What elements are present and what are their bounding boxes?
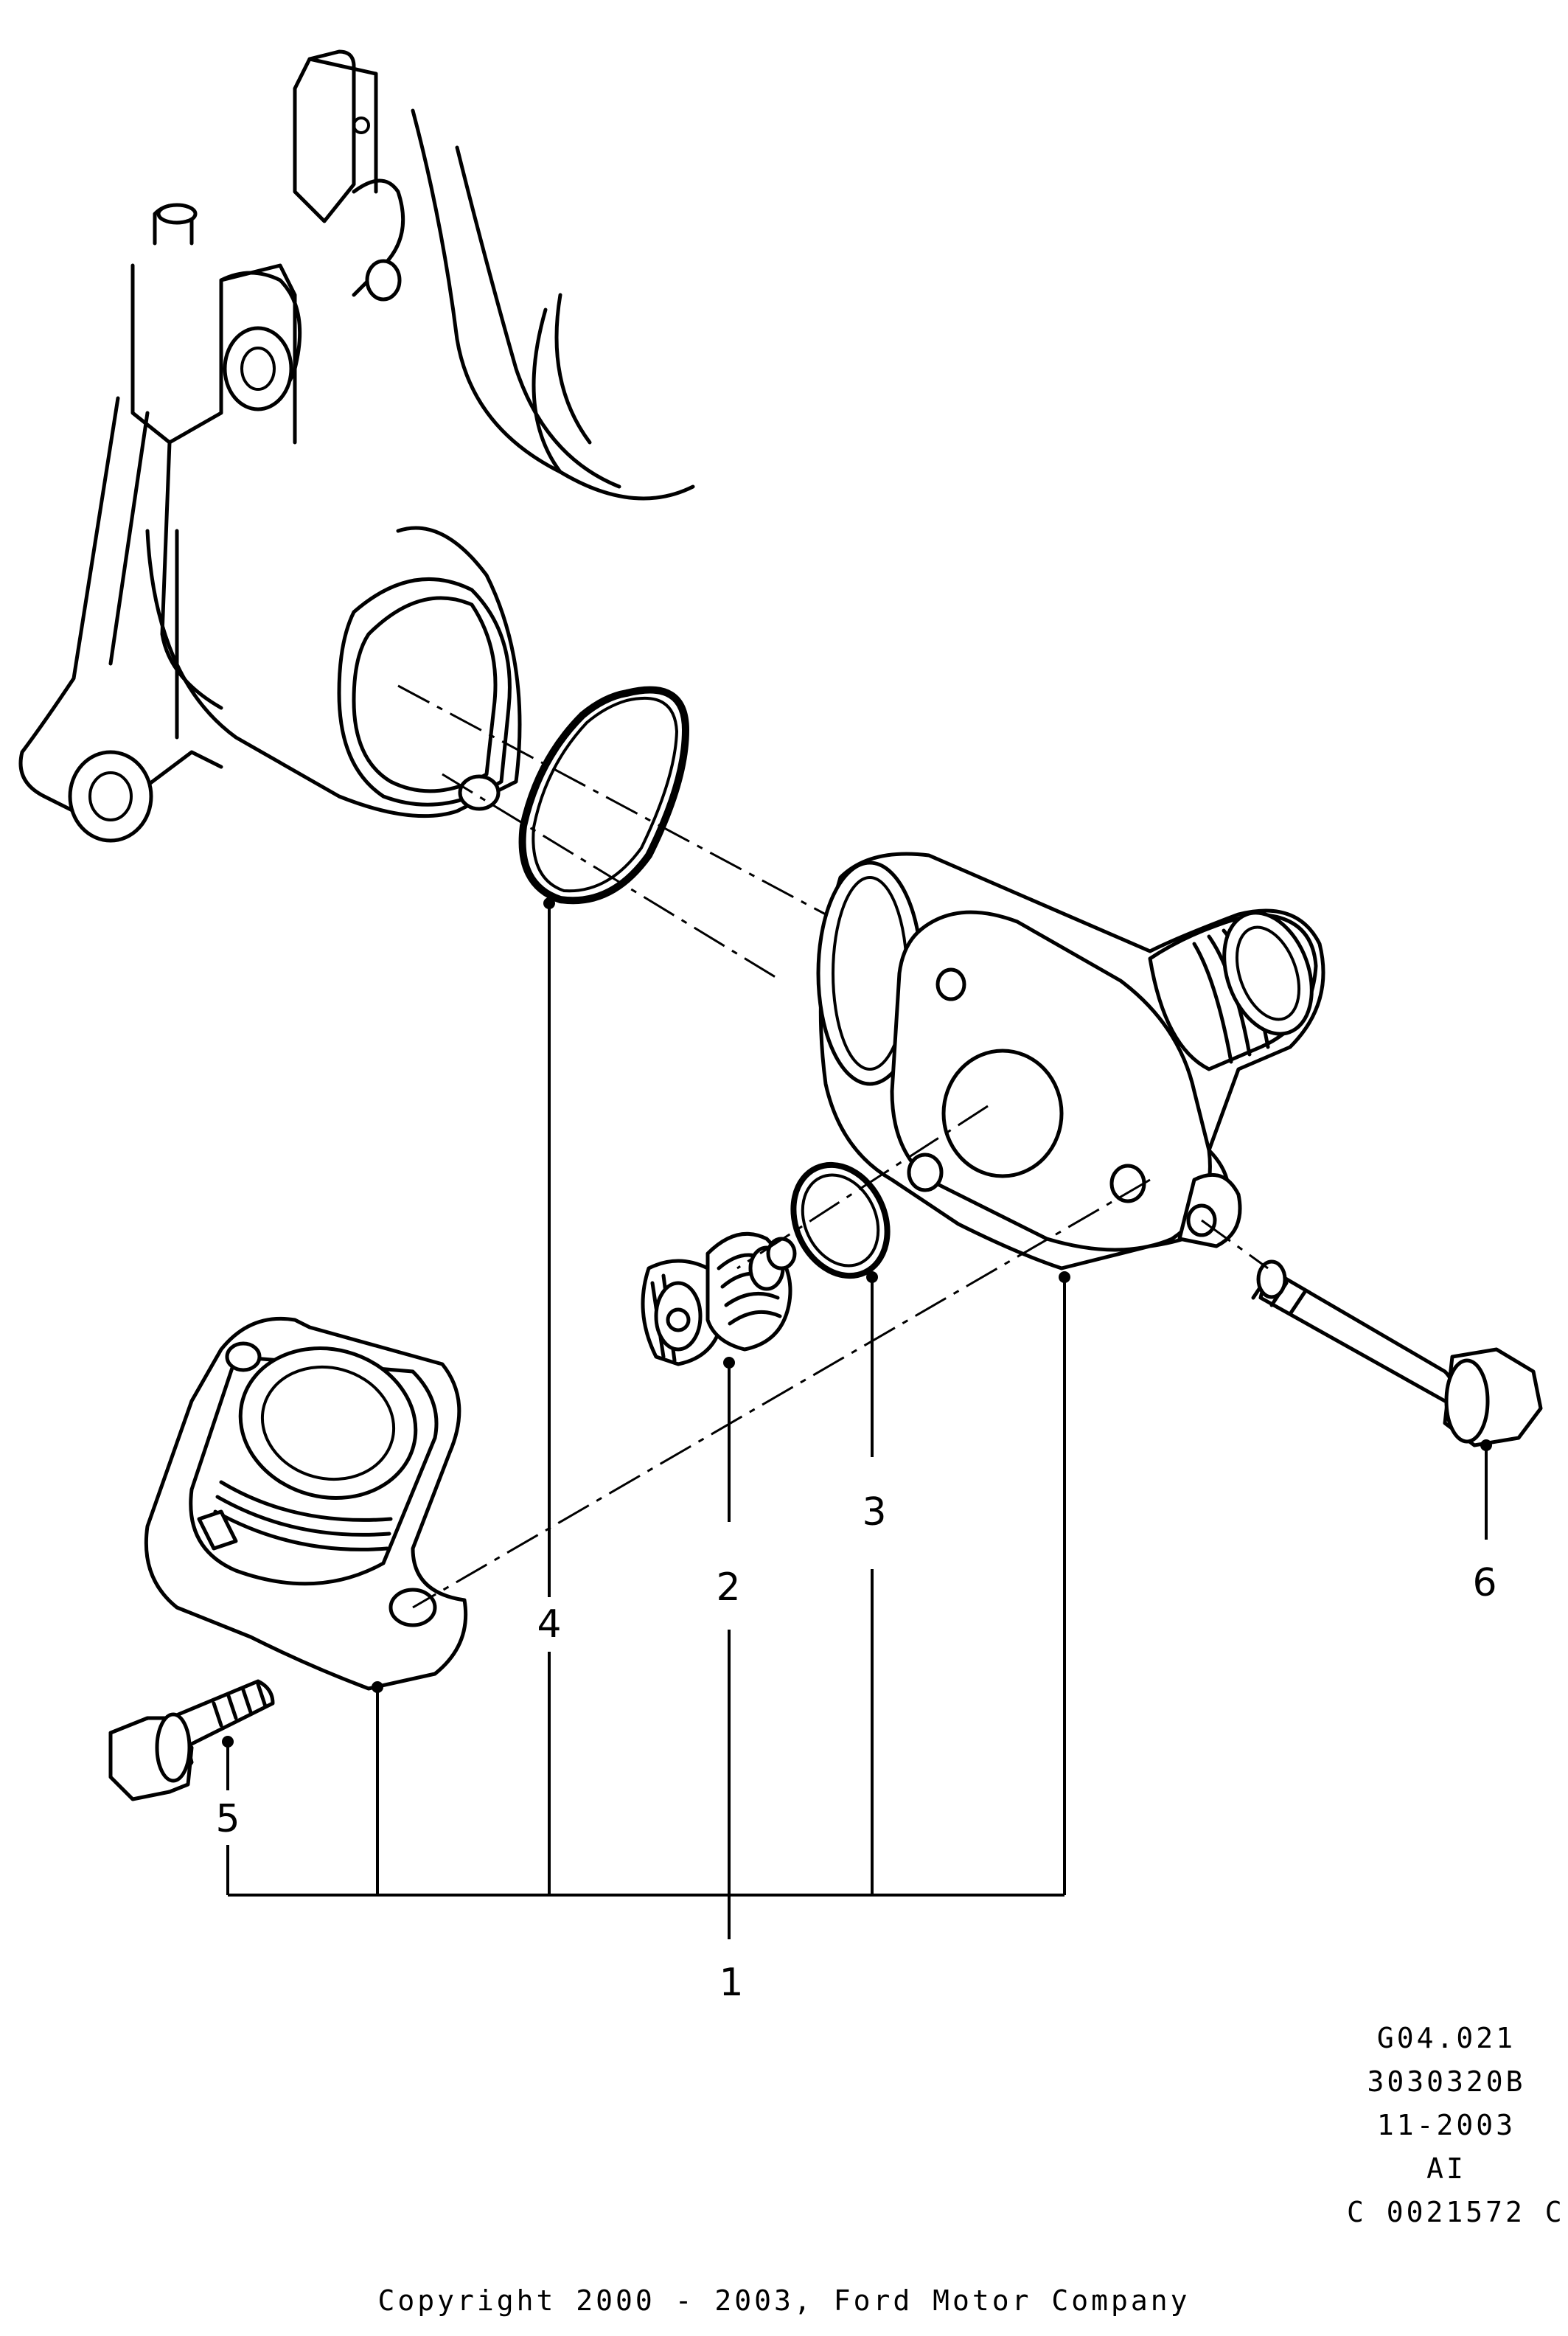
callout-4: 4	[537, 1602, 561, 1647]
callout-1: 1	[719, 1961, 743, 2005]
region-code: AI	[1426, 2152, 1466, 2185]
large-o-ring	[518, 686, 689, 905]
bolt-5	[108, 1679, 275, 1801]
callout-3: 3	[862, 1490, 886, 1534]
thermostat-housing	[816, 852, 1325, 1270]
revision-date: 11-2003	[1376, 2109, 1516, 2141]
reference-code: G04.021	[1376, 2022, 1516, 2054]
catalog-id: C 0021572 C	[1347, 2196, 1565, 2228]
callout-2: 2	[716, 1565, 740, 1610]
callout-labels: 1 2 3 4 5 6	[215, 1490, 1496, 2005]
thermostat	[641, 1231, 797, 1366]
copyright-notice: Copyright 2000 - 2003, Ford Motor Compan…	[377, 2284, 1191, 2317]
callout-5: 5	[215, 1797, 240, 1841]
part-number: 3030320B	[1367, 2065, 1526, 2098]
small-o-ring	[790, 1161, 891, 1279]
leader-lines	[222, 897, 1492, 1939]
water-outlet-elbow	[144, 1316, 468, 1691]
callout-6: 6	[1472, 1561, 1496, 1605]
engine-block-housing	[18, 49, 695, 843]
alignment-lines	[397, 684, 1269, 1609]
bolt-6	[1251, 1259, 1543, 1447]
